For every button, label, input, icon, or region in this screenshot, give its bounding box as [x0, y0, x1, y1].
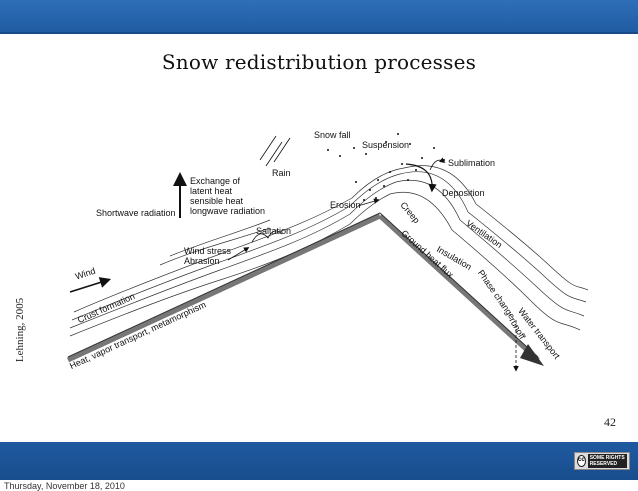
- label-suspension: Suspension: [362, 140, 410, 150]
- snow-processes-diagram: Snow fall Suspension Sublimation Deposit…: [60, 120, 590, 380]
- deposition-arrow: [405, 163, 437, 193]
- citation: Lehning, 2005: [14, 297, 26, 363]
- ground-left-slope: [66, 213, 382, 363]
- wind-stress-arrow: [227, 247, 250, 261]
- snow-layers-left: [69, 167, 405, 337]
- label-deposition: Deposition: [442, 188, 485, 198]
- cc-icon: cc: [577, 455, 586, 467]
- erosion-arrow: [357, 198, 380, 207]
- ground-edge-right: [379, 212, 539, 358]
- label-shortwave: Shortwave radiation: [96, 208, 176, 218]
- page-number: 42: [604, 415, 616, 429]
- ground-edge-left: [67, 212, 381, 358]
- label-erosion: Erosion: [330, 200, 361, 210]
- wind-arrow: [69, 277, 112, 293]
- rain-strokes: [259, 135, 291, 167]
- label-snow-fall: Snow fall: [314, 130, 351, 140]
- label-saltation: Saltation: [256, 226, 292, 236]
- label-exchange-1: Exchange of: [190, 176, 241, 186]
- label-exchange-2: latent heat: [190, 186, 233, 196]
- label-exchange-3: sensible heat: [190, 196, 244, 206]
- footer-date: Thursday, November 18, 2010: [4, 481, 125, 491]
- sublimation-arrow: [429, 157, 446, 171]
- ground-arrowhead: [520, 344, 544, 366]
- ground-right-slope: [378, 214, 540, 362]
- footer-bar: cc SOME RIGHTS RESERVED: [0, 442, 638, 480]
- label-wind-stress: Wind stress: [184, 246, 232, 256]
- diagram-graphic: [66, 133, 589, 372]
- slide-title: Snow redistribution processes: [161, 50, 477, 74]
- cc-license-badge[interactable]: cc SOME RIGHTS RESERVED: [574, 452, 630, 470]
- saltation-arcs: [251, 230, 283, 243]
- cc-badge-text: SOME RIGHTS RESERVED: [587, 454, 627, 468]
- label-sublimation: Sublimation: [448, 158, 496, 168]
- header-rule: [0, 32, 638, 34]
- label-exchange-4: longwave radiation: [190, 206, 266, 216]
- label-abrasion: Abrasion: [184, 256, 220, 266]
- header-bar: [0, 0, 638, 34]
- label-rain: Rain: [272, 168, 291, 178]
